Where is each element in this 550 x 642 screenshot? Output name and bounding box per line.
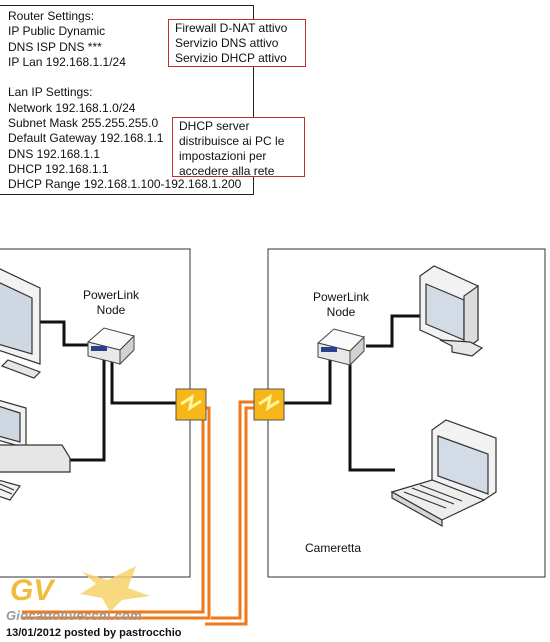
right-powerlink-node (316, 328, 365, 367)
right-monitor (419, 265, 484, 357)
lan-settings-line: Network 192.168.1.0/24 (8, 100, 136, 115)
left-desktop-computer (0, 399, 71, 501)
lan-settings-line: Default Gateway 192.168.1.1 (8, 131, 164, 146)
dhcp-note-line: accedere alla rete (179, 164, 275, 178)
firewall-note-line: Firewall D-NAT attivo (175, 21, 288, 35)
dhcp-note-line: distribuisce ai PC le (179, 134, 285, 148)
router-settings-line: Router Settings: (8, 9, 95, 23)
right-laptop (390, 419, 497, 528)
left-powerlink-node (86, 327, 135, 366)
dhcp-note: DHCP server distribuisce ai PC le impost… (172, 117, 305, 178)
dhcp-note-line: impostazioni per (179, 149, 267, 163)
lan-settings-line: Subnet Mask 255.255.255.0 (8, 116, 159, 131)
firewall-note: Firewall D-NAT attivo Servizio DNS attiv… (168, 19, 306, 67)
right-node-label-line: Node (326, 305, 356, 319)
right-ethernet-cables (284, 314, 420, 472)
right-node-label-line: PowerLink (312, 290, 370, 304)
router-settings-line: IP Lan 192.168.1.1/24 (8, 54, 126, 69)
left-powerline-adapter (175, 388, 207, 421)
firewall-note-line: Servizio DHCP attivo (175, 51, 287, 65)
left-ethernet-cables (40, 320, 176, 462)
lan-settings-line: DHCP 192.168.1.1 (8, 161, 109, 176)
room-label-cameretta: Cameretta (305, 541, 362, 555)
left-node-label-line: PowerLink (82, 288, 140, 302)
logo-text: GV (10, 574, 56, 607)
left-monitor (0, 268, 42, 379)
left-node-label-line: Node (96, 303, 126, 317)
router-settings-line: DNS ISP DNS *** (8, 39, 102, 54)
router-settings-line: IP Public Dynamic (8, 24, 106, 39)
dhcp-note-line: DHCP server (179, 119, 250, 133)
watermark-site: GiocattoliVecchi.com (6, 608, 142, 623)
lan-settings-line: Lan IP Settings: (8, 85, 93, 100)
posted-caption: 13/01/2012 posted by pastrocchio (6, 627, 182, 639)
lan-settings-line: DHCP Range 192.168.1.100-192.168.1.200 (8, 177, 242, 192)
lan-settings-line: DNS 192.168.1.1 (8, 146, 101, 161)
right-powerline-adapter (253, 388, 285, 421)
left-node-label: PowerLink Node (76, 288, 146, 318)
right-node-label: PowerLink Node (306, 290, 376, 320)
gv-logo-icon: GV (10, 566, 150, 612)
powerline-cable (22, 400, 256, 626)
firewall-note-line: Servizio DNS attivo (175, 36, 279, 50)
